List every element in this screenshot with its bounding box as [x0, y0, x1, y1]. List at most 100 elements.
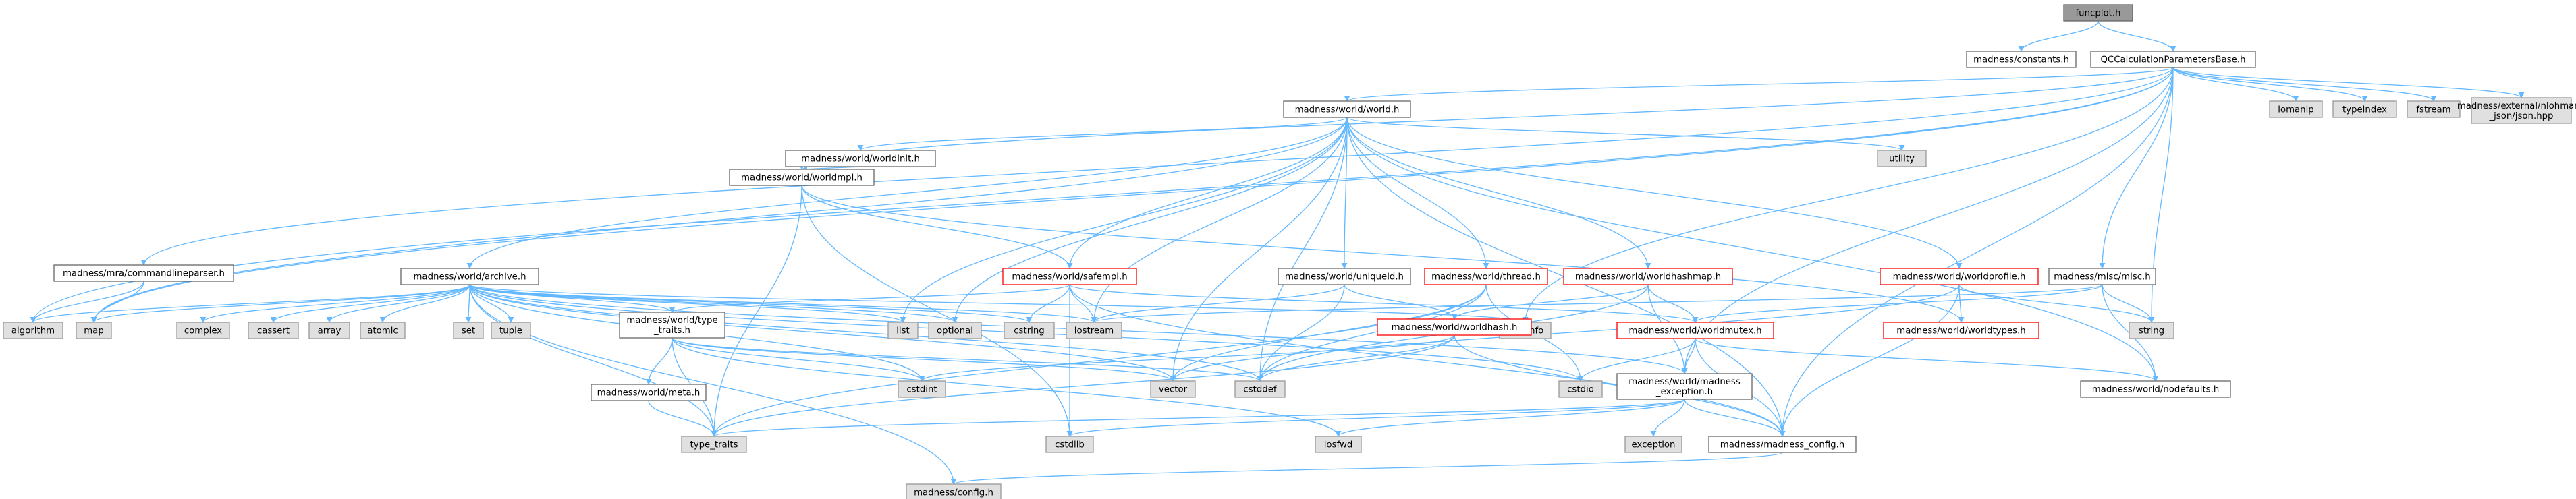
dependency-edge — [1257, 284, 1487, 382]
node-funcplot[interactable]: funcplot.h — [2063, 4, 2133, 22]
dependency-edge — [711, 284, 1487, 437]
node-nodefaults[interactable]: madness/world/nodefaults.h — [2080, 380, 2231, 398]
dependency-edge — [469, 284, 514, 323]
dependency-edge — [1958, 284, 1965, 323]
edge-archive-to-complex — [200, 284, 470, 323]
dependency-edge — [1170, 117, 1348, 382]
edge-qccalc-to-cmdparser — [140, 67, 2174, 266]
node-worldinit[interactable]: madness/world/worldinit.h — [785, 150, 936, 167]
node-box — [619, 312, 725, 339]
node-box — [248, 322, 299, 339]
node-cstring: cstring — [1004, 322, 1055, 339]
node-qccalc[interactable]: QCCalculationParametersBase.h — [2090, 51, 2256, 68]
node-box — [1616, 322, 1774, 339]
node-label: madness/world/worldhashmap.h — [1575, 272, 1721, 283]
dependency-edge — [801, 166, 861, 173]
node-madexc[interactable]: madness/world/madness_exception.h — [1616, 373, 1753, 400]
edge-madexc-to-exception — [1650, 399, 1685, 437]
node-safempi[interactable]: madness/world/safempi.h — [1002, 268, 1137, 285]
dependency-edge — [466, 117, 1348, 269]
node-worldmutex[interactable]: madness/world/worldmutex.h — [1616, 322, 1774, 339]
node-label: madness/constants.h — [1973, 55, 2069, 65]
edge-archive-to-tuple — [469, 284, 514, 323]
node-box — [1066, 322, 1122, 339]
node-atomic: atomic — [360, 322, 406, 339]
node-label: madness/world/worldtypes.h — [1896, 326, 2025, 336]
dependency-edge — [672, 337, 1176, 382]
node-label: madness/world/worldinit.h — [801, 154, 920, 165]
node-iomanip: iomanip — [2269, 100, 2323, 118]
node-label: madness/madness_config.h — [1720, 440, 1844, 450]
edge-typetraits_h-to-cstddef — [672, 337, 1263, 382]
node-label: cstdio — [1567, 385, 1594, 395]
edge-archive-to-optional — [469, 284, 958, 323]
node-worldtypes[interactable]: madness/world/worldtypes.h — [1883, 322, 2039, 339]
edge-safempi-to-madconfig_h — [1069, 284, 1786, 437]
node-box — [887, 322, 919, 339]
node-box — [785, 150, 936, 167]
node-cstdlib: cstdlib — [1045, 436, 1094, 453]
node-label: iosfwd — [1324, 440, 1353, 450]
dependency-edge — [326, 284, 470, 323]
dependency-edge — [711, 185, 802, 437]
node-worldmpi[interactable]: madness/world/worldmpi.h — [729, 169, 875, 186]
node-worldhash[interactable]: madness/world/worldhash.h — [1377, 318, 1532, 336]
node-cmdparser[interactable]: madness/mra/commandlineparser.h — [53, 264, 234, 282]
node-world[interactable]: madness/world/world.h — [1283, 100, 1411, 118]
node-cstdint: cstdint — [898, 380, 946, 398]
node-box — [1877, 150, 1927, 167]
node-box — [76, 322, 112, 339]
node-label: funcplot.h — [2076, 9, 2121, 19]
dependency-edge — [1779, 67, 2174, 437]
edge-typetraits_h-to-iosfwd — [672, 337, 1342, 437]
node-label: madness/world/archive.h — [413, 272, 526, 283]
dependency-edge — [950, 452, 1783, 485]
edge-uniqueid-to-worldhash — [1344, 284, 1458, 320]
dependency-edge — [2172, 67, 2299, 102]
node-box — [1278, 268, 1411, 285]
node-label: QCCalculationParametersBase.h — [2100, 55, 2245, 65]
edge-archive-to-map — [90, 284, 470, 323]
node-label: iostream — [1074, 326, 1114, 336]
node-label: exception — [1632, 440, 1676, 450]
edge-worldprofile-to-worldtypes — [1958, 284, 1965, 323]
dependency-edge — [919, 334, 1455, 382]
node-label: typeindex — [2342, 105, 2387, 115]
node-label: algorithm — [11, 326, 55, 336]
edge-archive-to-typetraits_h — [469, 284, 676, 313]
node-label: madness/world/safempi.h — [1012, 272, 1127, 283]
node-set: set — [453, 322, 484, 339]
node-label: madness/world/worldmpi.h — [741, 173, 862, 183]
node-constants[interactable]: madness/constants.h — [1966, 51, 2077, 68]
node-thread[interactable]: madness/world/thread.h — [1424, 268, 1548, 285]
node-meta[interactable]: madness/world/meta.h — [591, 384, 707, 401]
dependency-edge — [1257, 334, 1455, 382]
edge-worldprofile-to-madconfig_h — [1779, 284, 1960, 437]
edge-world-to-archive — [466, 117, 1348, 269]
node-archive[interactable]: madness/world/archive.h — [400, 268, 539, 285]
node-box — [1708, 436, 1857, 453]
dependency-edge — [669, 284, 1070, 313]
edge-world-to-list — [900, 117, 1348, 323]
node-uniqueid[interactable]: madness/world/uniqueid.h — [1278, 268, 1411, 285]
node-array: array — [308, 322, 350, 339]
node-typetraits_h[interactable]: madness/world/type_traits.h — [619, 312, 725, 339]
node-iosfwd: iosfwd — [1315, 436, 1362, 453]
node-box — [1880, 268, 2039, 285]
edge-worldprofile-to-string — [1958, 284, 2155, 323]
node-worldprofile[interactable]: madness/world/worldprofile.h — [1880, 268, 2039, 285]
node-label: fstream — [2416, 105, 2450, 115]
node-box — [1150, 380, 1196, 398]
edge-safempi-to-cstring — [1026, 284, 1070, 323]
node-madconfig_h[interactable]: madness/madness_config.h — [1708, 436, 1857, 453]
edge-qccalc-to-typeindex — [2172, 67, 2368, 102]
dependency-edge — [672, 337, 925, 382]
edge-archive-to-iostream — [469, 284, 1097, 323]
node-label: map — [84, 326, 104, 336]
node-box — [928, 322, 982, 339]
edge-madexc-to-type_traits — [711, 399, 1685, 437]
node-misc[interactable]: madness/misc/misc.h — [2048, 268, 2156, 285]
node-worldhashmap[interactable]: madness/world/worldhashmap.h — [1563, 268, 1733, 285]
dependency-edge — [1341, 117, 1348, 269]
dependency-edge — [90, 284, 470, 323]
